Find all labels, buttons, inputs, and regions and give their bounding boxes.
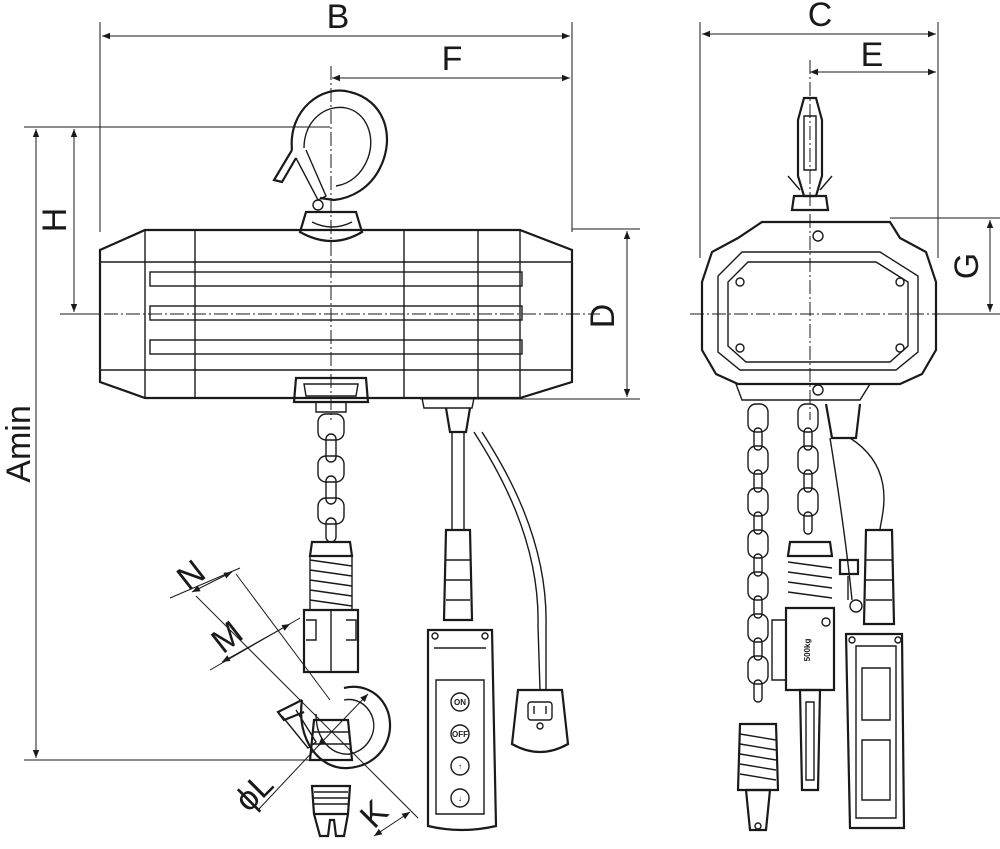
dimension-label-m: M (204, 614, 250, 661)
pendant-up-button: ↑ (458, 762, 462, 771)
power-plug (510, 625, 570, 754)
dimension-b: B (99, 0, 573, 232)
pendant-off-button: OFF (452, 730, 468, 739)
front-view: B F H Amin D (0, 0, 640, 838)
dimension-e: E (810, 36, 936, 76)
dimension-label-a-min: Amin (0, 405, 38, 482)
side-chain-right: 500kg (771, 403, 836, 792)
dimension-g: G (890, 217, 1000, 315)
side-body (700, 220, 938, 401)
side-pendant (824, 403, 906, 830)
side-chain-left (736, 403, 780, 832)
dimension-label-h: H (36, 208, 74, 233)
side-view: C E G (690, 0, 1000, 832)
pendant-down-button: ↓ (458, 794, 462, 803)
dimension-c: C (699, 0, 939, 258)
capacity-label: 500kg (803, 639, 812, 662)
dimension-label-phi-l: ϕL (227, 765, 281, 819)
dimension-label-c: C (808, 0, 833, 34)
dimension-d: D (420, 228, 640, 400)
pendant-on-button: ON (454, 698, 466, 707)
top-hook (272, 89, 389, 242)
load-chain (315, 402, 347, 543)
pendant-cable (442, 407, 547, 627)
dimension-m: M (204, 614, 301, 671)
dimension-label-k: K (353, 793, 396, 836)
dimension-k: K (353, 793, 411, 837)
dimension-label-n: N (170, 553, 213, 598)
dimension-a-min: Amin (0, 126, 330, 761)
dimension-label-e: E (861, 36, 884, 74)
dimension-n: N (169, 553, 241, 599)
bottom-hook-block (302, 540, 360, 674)
dimension-label-b: B (327, 0, 350, 36)
pendant-controller: ON OFF ↑ ↓ (426, 628, 498, 832)
dimension-label-d: D (584, 304, 622, 329)
hoist-body (98, 228, 574, 409)
dimension-label-f: F (442, 40, 463, 78)
side-top-hook (787, 96, 833, 212)
dimension-f: F (332, 40, 570, 82)
dimension-label-g: G (948, 253, 986, 279)
